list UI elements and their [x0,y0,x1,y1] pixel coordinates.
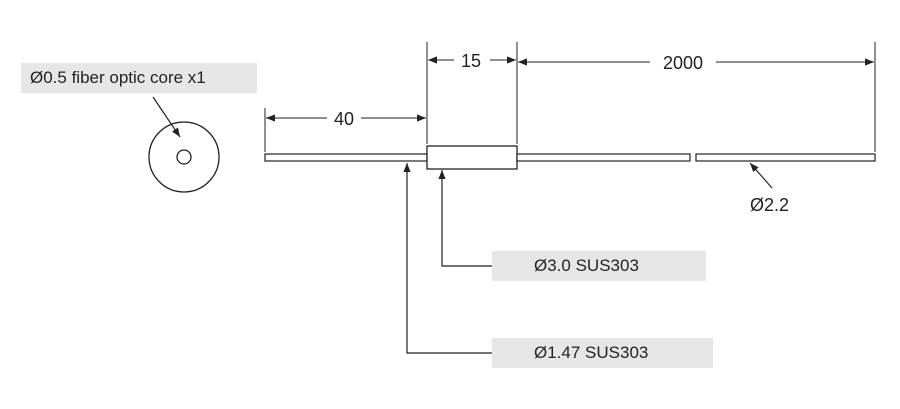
core-leader-arrow [152,96,181,138]
core-label: Ø0.5 fiber optic core x1 [21,63,257,93]
end-view-outer-circle [148,121,220,193]
dim-sleeve-value: 15 [461,51,481,71]
tube-outer-label: Ø3.0 SUS303 [492,251,706,281]
dim-lead-value: 40 [334,109,354,129]
sheath-leader-arrow [749,162,773,189]
fiber-lead [264,153,428,162]
dim-cable-value: 2000 [663,53,703,73]
end-view-core-circle [176,149,192,165]
sheath-diameter-label: Ø2.2 [750,195,789,215]
tube-inner-leader [403,163,492,354]
sleeve-tube [426,145,518,170]
cable-section-1 [516,153,691,162]
tube-inner-label: Ø1.47 SUS303 [492,338,713,368]
cable-section-2 [695,153,876,162]
tube-outer-leader [438,170,492,267]
